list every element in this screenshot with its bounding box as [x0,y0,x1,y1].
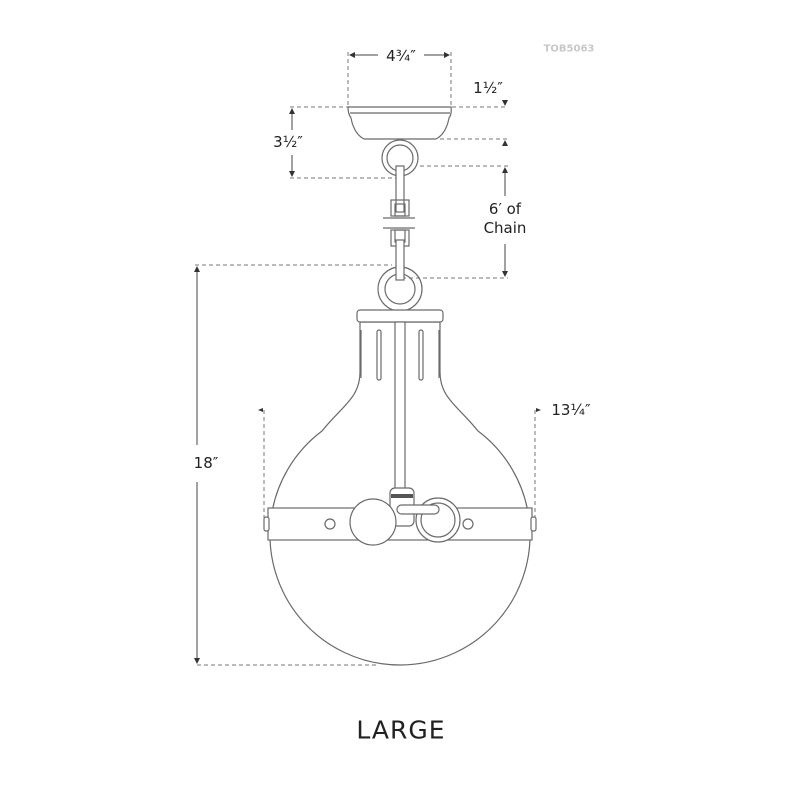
canopy-height-dimension [440,100,508,146]
canopy [347,106,452,140]
canopy-width-dimension [347,52,452,107]
canopy-height-label: 1½″ [473,79,503,97]
product-code: TOB5063 [543,43,595,55]
chain-length-label-line1: 6′ of [488,200,522,218]
chain-length-label-line2: Chain [483,219,527,237]
canopy-width-label: 4¾″ [386,47,416,65]
overall-height-dimension [194,264,392,666]
globe-width-dimension [258,408,541,520]
chain [377,139,423,312]
overall-height-label: 18″ [193,454,219,472]
globe-shade [263,309,537,666]
canopy-to-chain-label: 3½″ [273,133,303,151]
globe-width-label: 13¼″ [551,401,591,419]
canopy-to-chain-dimension [289,106,398,179]
size-label: LARGE [356,715,446,745]
